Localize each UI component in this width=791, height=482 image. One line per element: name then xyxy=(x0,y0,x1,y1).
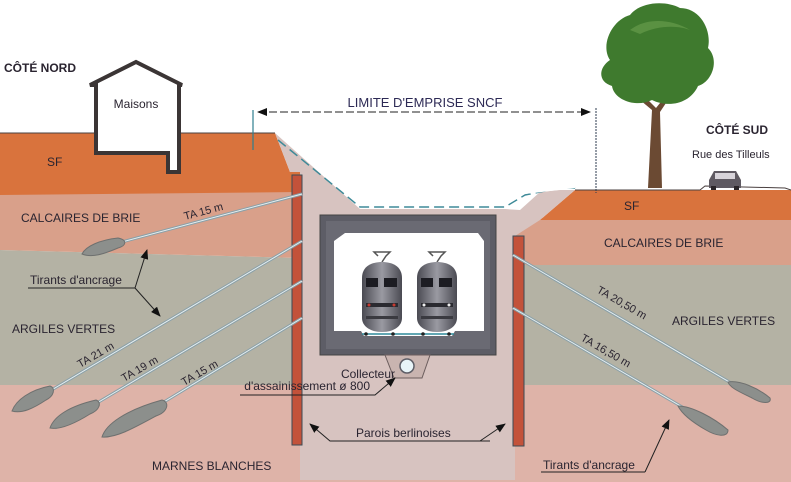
walls-label: Parois berlinoises xyxy=(356,426,451,440)
callout-walls: Parois berlinoises xyxy=(309,423,506,442)
house-label: Maisons xyxy=(114,97,159,111)
layer-marnes-right xyxy=(515,385,791,482)
tree-trunk xyxy=(640,98,668,188)
car-icon xyxy=(709,171,741,190)
tree-crown-highlight xyxy=(630,21,690,34)
layer-sf-left xyxy=(0,133,300,195)
south-side-label: CÔTÉ SUD xyxy=(706,122,768,137)
collector-label-1: Collecteur xyxy=(341,367,395,381)
layer-argiles-vertes xyxy=(0,250,300,385)
layer-calcaires-right xyxy=(515,218,791,265)
right-wall xyxy=(512,235,525,447)
house-outline xyxy=(89,59,183,174)
callout-anchors-right: Tirants d'ancrage xyxy=(541,419,670,473)
sf-left-label: SF xyxy=(47,155,62,169)
excavation-white xyxy=(280,110,575,206)
berlin-walls xyxy=(291,174,525,447)
callout-anchors-left: Tirants d'ancrage xyxy=(28,249,161,317)
tunnel-interior xyxy=(334,233,484,336)
callout-collector: Collecteur d'assainissement ø 800 xyxy=(240,367,396,396)
excavation-dashed-edge xyxy=(277,139,580,208)
tunnel-box xyxy=(319,214,497,379)
tree-crown xyxy=(601,3,714,104)
train-right xyxy=(417,251,457,332)
tree xyxy=(601,3,714,188)
ground-line-right xyxy=(575,185,791,191)
emprise-limit: LIMITE D'EMPRISE SNCF xyxy=(252,95,597,193)
anchors-left-label: Tirants d'ancrage xyxy=(30,273,122,287)
argiles-left-label: ARGILES VERTES xyxy=(12,322,115,336)
layer-calcaires-left xyxy=(0,190,300,258)
train-left xyxy=(362,251,402,332)
soil-layers xyxy=(0,132,791,482)
argiles-right-label: ARGILES VERTES xyxy=(672,314,775,328)
north-side-label: CÔTÉ NORD xyxy=(4,60,76,75)
house: Maisons xyxy=(89,59,183,174)
layer-sf-right xyxy=(540,190,791,220)
street-label: Rue des Tilleuls xyxy=(692,149,770,161)
left-wall xyxy=(291,174,303,446)
collector-pipe xyxy=(399,358,415,374)
anchor-left-2: TA 21 m xyxy=(11,239,303,413)
marnes-label: MARNES BLANCHES xyxy=(152,459,271,473)
sf-right-label: SF xyxy=(624,199,639,213)
calcaires-right-label: CALCAIRES DE BRIE xyxy=(604,236,723,250)
anchors-right-label: Tirants d'ancrage xyxy=(543,458,635,472)
collector-label-2: d'assainissement ø 800 xyxy=(244,379,370,393)
calcaires-left-label: CALCAIRES DE BRIE xyxy=(21,211,140,225)
emprise-label: LIMITE D'EMPRISE SNCF xyxy=(348,95,503,110)
layer-labels: SF SF CALCAIRES DE BRIE CALCAIRES DE BRI… xyxy=(12,155,775,473)
